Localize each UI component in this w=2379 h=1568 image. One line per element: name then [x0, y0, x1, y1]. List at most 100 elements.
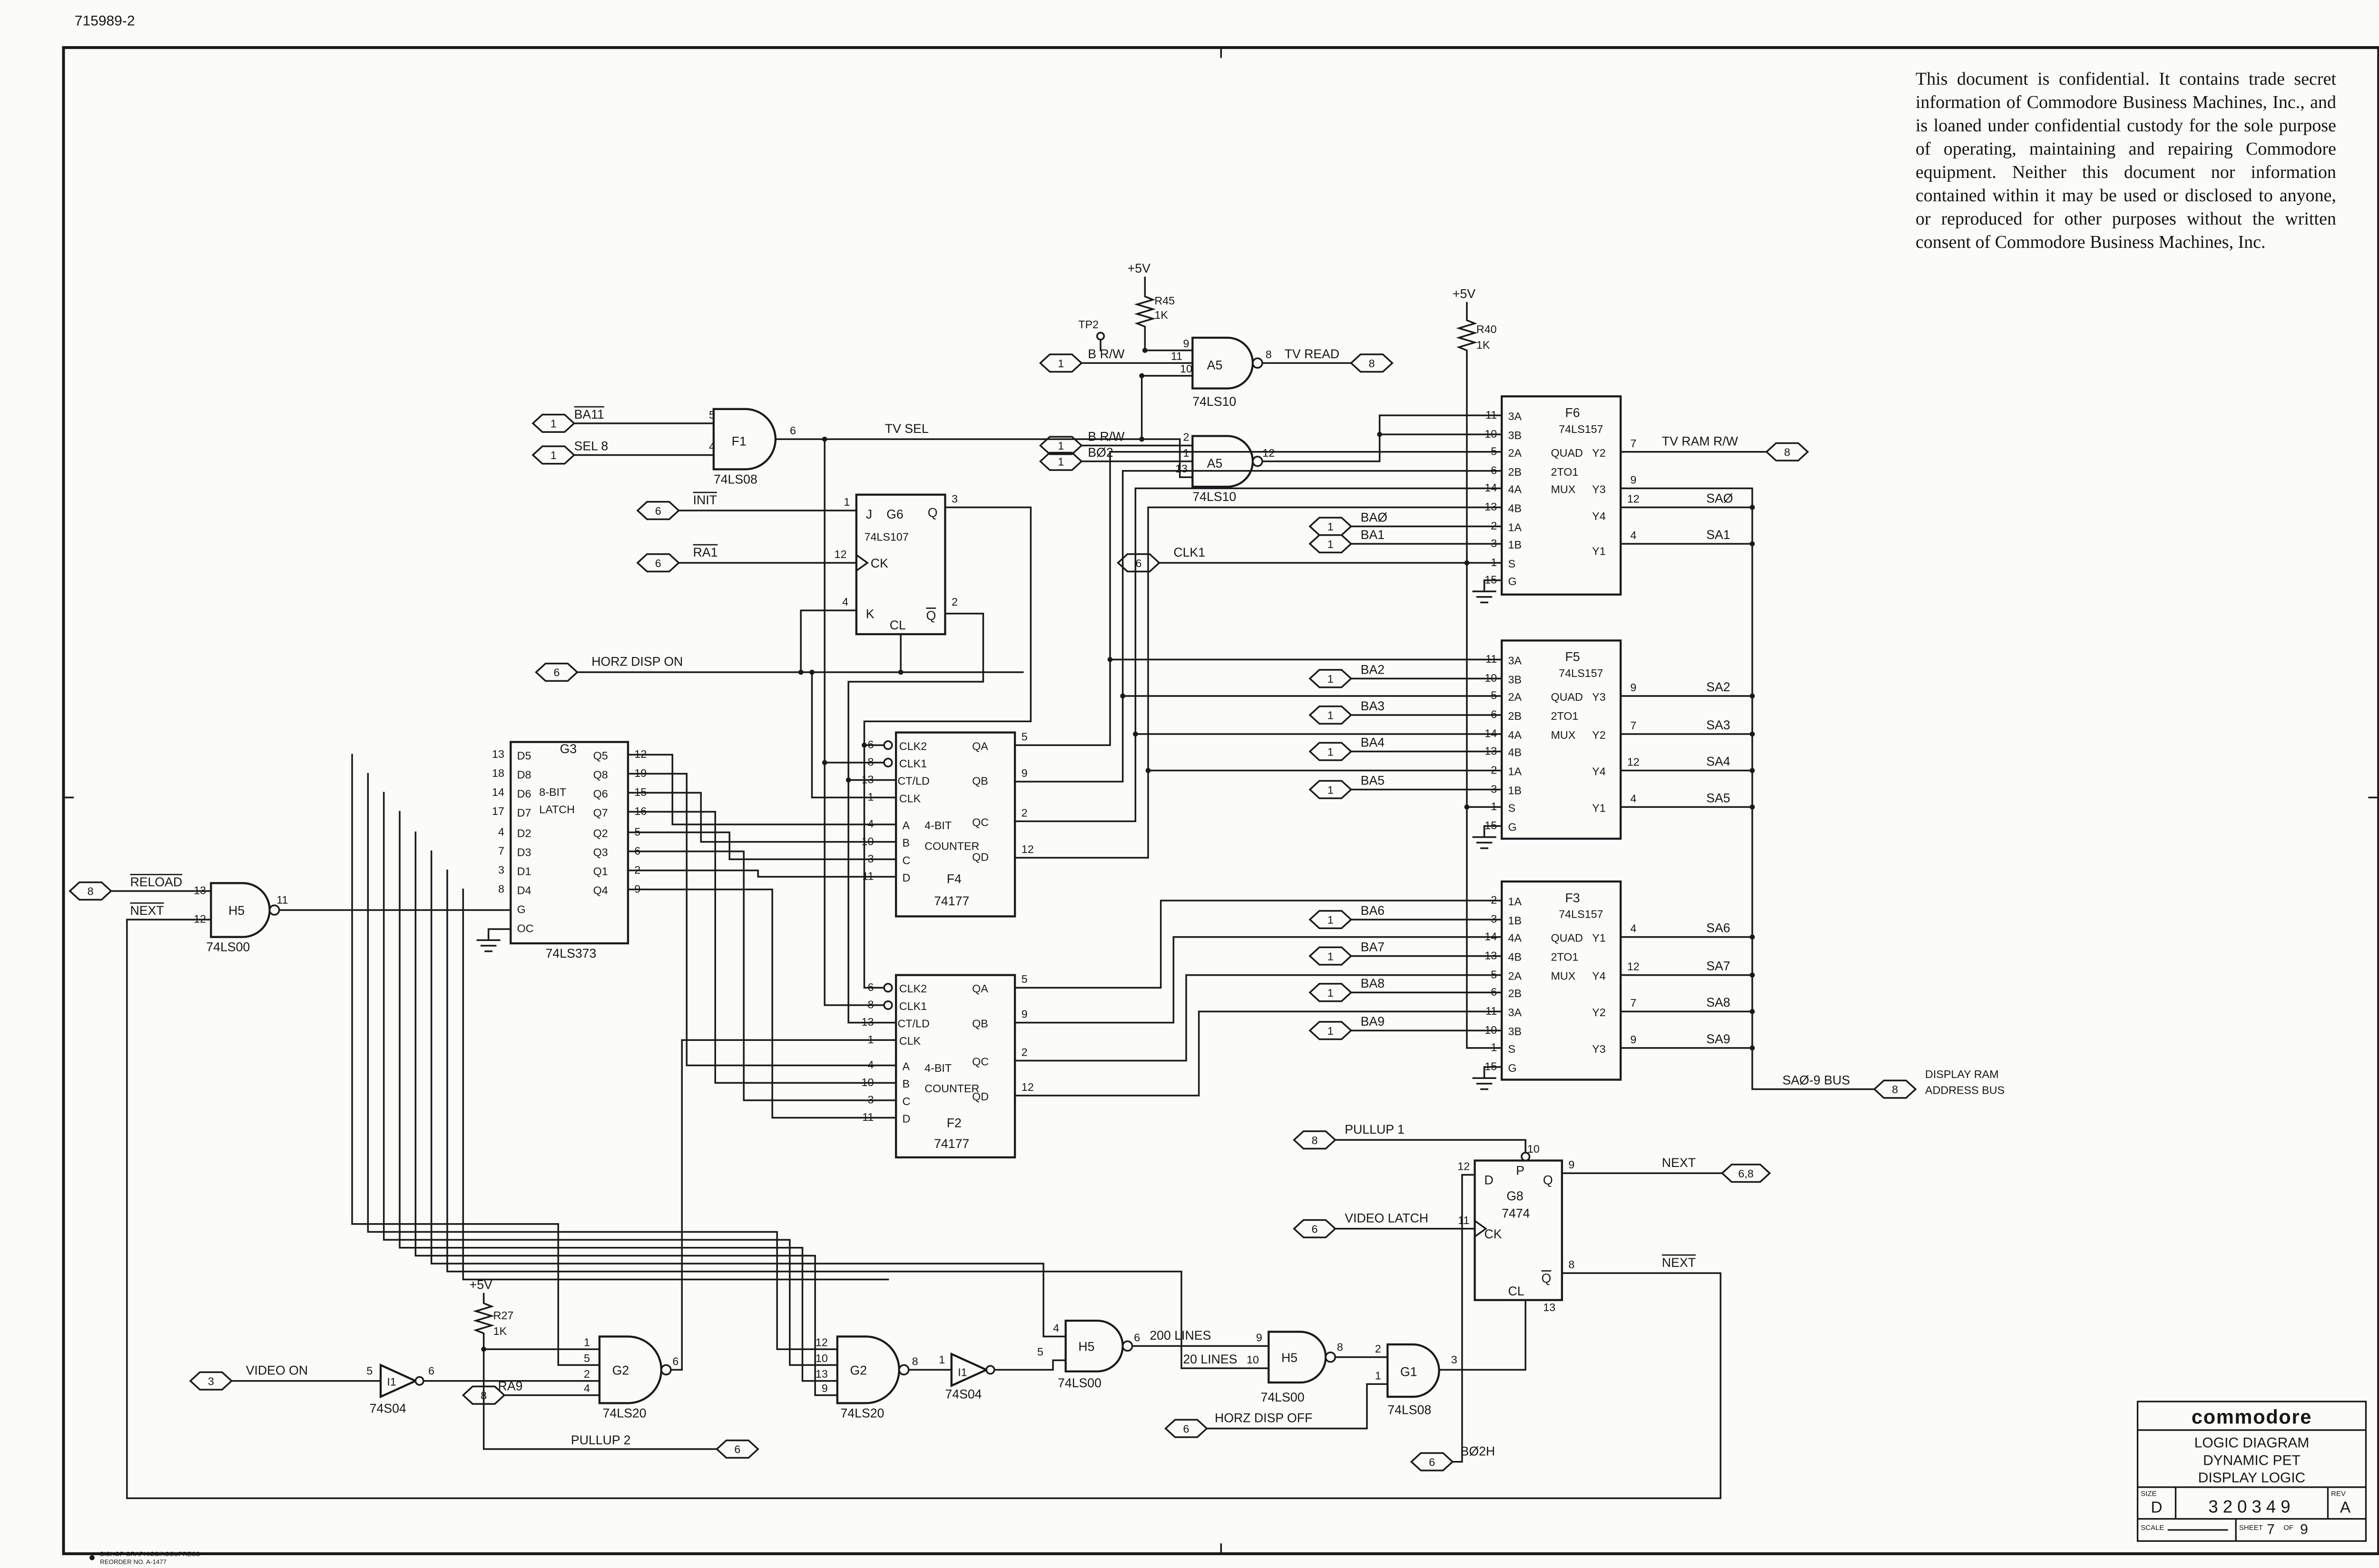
schematic-label: Q8	[593, 768, 608, 781]
sheet-ref-flag: 1	[1308, 983, 1353, 1002]
schematic-label: F6	[1565, 405, 1580, 420]
drawing-number: 715989-2	[75, 13, 135, 29]
schematic-label: 15	[634, 786, 647, 798]
schematic-label: G6	[886, 507, 904, 521]
sheet-ref-number: 8	[1311, 1134, 1317, 1147]
bubble-a5-2	[1252, 456, 1263, 467]
schematic-label: 3	[868, 1094, 874, 1106]
schematic-label: F3	[1565, 891, 1580, 905]
schematic-label: G	[1508, 575, 1517, 588]
schematic-label: 6	[1491, 464, 1497, 476]
clock-wedge-g8	[1474, 1219, 1487, 1238]
schematic-label: BA3	[1361, 699, 1385, 713]
schematic-label: 1B	[1508, 914, 1522, 927]
schematic-label: MUX	[1551, 729, 1576, 741]
sheet-ref-number: 8	[1784, 446, 1790, 458]
schematic-label: 3A	[1508, 1006, 1522, 1019]
schematic-label: H5	[1281, 1351, 1298, 1365]
sheet-ref-number: 1	[551, 449, 557, 461]
schematic-label: 74LS373	[546, 946, 597, 960]
schematic-label: Q4	[593, 884, 608, 897]
schematic-label: 7474	[1502, 1206, 1530, 1220]
schematic-label: CT/LD	[897, 775, 929, 787]
sheet-ref-number: 6	[734, 1443, 740, 1456]
schematic-label: SA3	[1706, 718, 1730, 732]
schematic-label: Q6	[593, 787, 608, 800]
schematic-label: 2B	[1508, 466, 1522, 478]
schematic-label: 8	[868, 999, 874, 1011]
schematic-label: 74LS08	[714, 472, 757, 486]
schematic-label: D4	[517, 884, 531, 897]
schematic-label: 7	[1630, 997, 1636, 1009]
schematic-label: 7	[498, 844, 504, 857]
schematic-label: 19	[634, 767, 647, 779]
sheet-ref-number: 6	[553, 666, 560, 679]
schematic-label: QD	[972, 1090, 989, 1103]
schematic-label: 5	[1491, 968, 1497, 980]
schematic-label: 1	[1375, 1369, 1381, 1382]
size-label: SIZE	[2141, 1490, 2156, 1498]
schematic-label: SA5	[1706, 791, 1730, 805]
bubble-h5-1	[268, 904, 280, 916]
schematic-label: 4	[498, 825, 504, 838]
schematic-label: 4	[868, 818, 874, 830]
sheet-ref-number: 6	[1183, 1422, 1190, 1435]
schematic-label: HORZ DISP ON	[591, 655, 683, 669]
schematic-label: 15	[1484, 1060, 1497, 1073]
schematic-label: 13	[1175, 462, 1188, 475]
schematic-label: 74LS157	[1559, 423, 1603, 435]
title-line-1: LOGIC DIAGRAM	[2194, 1435, 2310, 1451]
schematic-label: NEXT	[1662, 1156, 1696, 1170]
schematic-label: R40	[1476, 323, 1497, 335]
schematic-label: G	[1508, 821, 1517, 833]
ic-g3-74ls373-box	[510, 741, 629, 945]
sheet-ref-number: 3	[208, 1375, 214, 1387]
sheet-ref-flag: 6	[1293, 1219, 1337, 1238]
schematic-label: Q2	[593, 827, 608, 840]
schematic-label: 2	[1491, 894, 1497, 906]
sheet-ref-number: 1	[1058, 455, 1064, 468]
sheet-ref-flag: 1	[1039, 353, 1083, 373]
schematic-label: CT/LD	[897, 1018, 929, 1030]
schematic-label: SEL 8	[574, 439, 609, 453]
junction-dots	[481, 348, 1755, 1352]
schematic-label: 4B	[1508, 951, 1522, 963]
sheet-ref-number: 8	[1368, 357, 1375, 370]
schematic-label: 7	[1630, 719, 1636, 732]
schematic-label: +5V	[470, 1277, 492, 1292]
schematic-label: CLK1	[899, 757, 927, 770]
schematic-label: H5	[228, 903, 245, 918]
sheet-ref-flag: 1	[1308, 910, 1353, 930]
schematic-label: 12	[1022, 1081, 1034, 1093]
schematic-label: F5	[1565, 650, 1580, 664]
sheet-ref-number: 8	[88, 885, 94, 898]
sheet-value: 7	[2267, 1521, 2275, 1537]
schematic-label: 4	[709, 440, 715, 452]
schematic-label: 8	[912, 1355, 918, 1367]
schematic-label: CLK2	[899, 740, 927, 752]
schematic-label: 2	[584, 1368, 590, 1380]
sheet-ref-flag: 1	[531, 413, 576, 433]
schematic-label: D8	[517, 768, 531, 781]
schematic-label: TV RAM R/W	[1662, 434, 1739, 448]
wire-layer	[110, 276, 1876, 1499]
schematic-label: 1	[868, 791, 874, 803]
schematic-label: I1	[958, 1366, 967, 1379]
schematic-label: F1	[732, 434, 747, 448]
schematic-label: 12	[1457, 1160, 1470, 1173]
schematic-label: 8	[1337, 1341, 1343, 1353]
schematic-label: 2	[1022, 1046, 1028, 1058]
schematic-label: 13	[862, 1016, 874, 1028]
sheet-ref-flag: 8	[462, 1385, 506, 1405]
schematic-label: G	[1508, 1062, 1517, 1074]
schematic-label: QUAD	[1551, 447, 1583, 459]
sheet-ref-flag: 6	[1410, 1452, 1454, 1471]
sheet-ref-number: 1	[1058, 440, 1064, 452]
schematic-label: 1B	[1508, 784, 1522, 797]
schematic-label: 1	[939, 1353, 945, 1366]
sheet-ref-number: 1	[1327, 709, 1334, 722]
schematic-label: 18	[492, 767, 504, 779]
sheet-ref-number: 1	[1058, 357, 1064, 370]
schematic-label: Q	[1543, 1173, 1553, 1187]
